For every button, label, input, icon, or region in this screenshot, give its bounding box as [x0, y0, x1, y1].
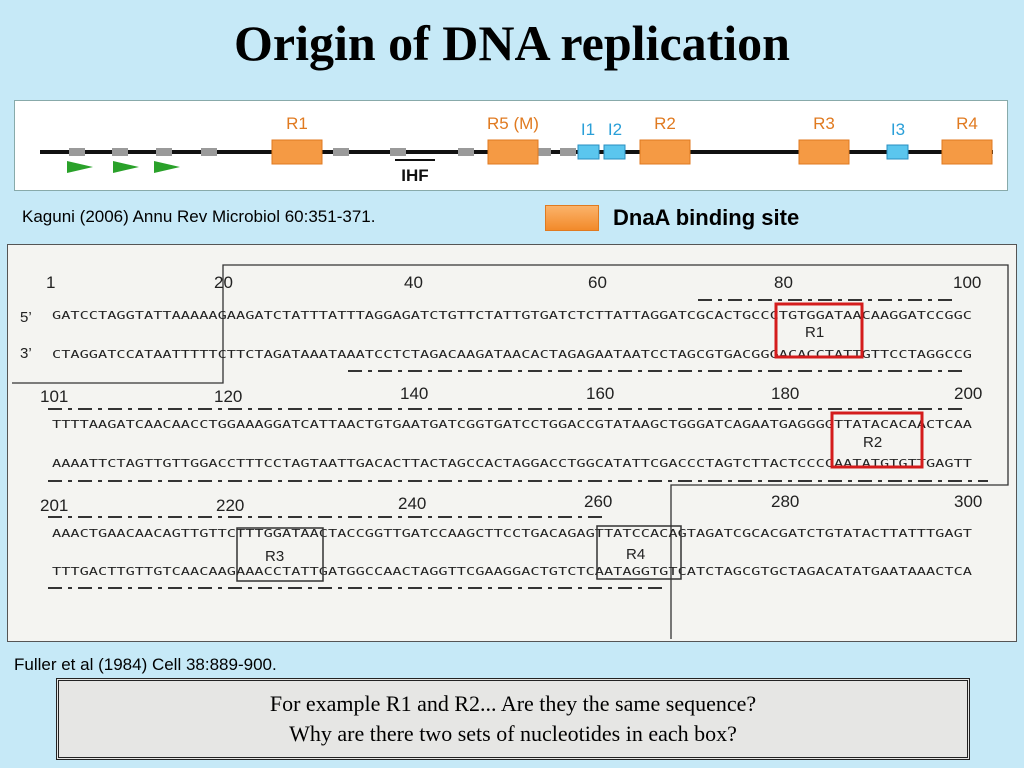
pos-120: 120	[214, 387, 242, 406]
gray-site	[156, 148, 172, 156]
question-line-2: Why are there two sets of nucleotides in…	[289, 721, 737, 746]
question-line-1: For example R1 and R2... Are they the sa…	[269, 691, 757, 716]
pos-260: 260	[584, 492, 612, 511]
pos-280: 280	[771, 492, 799, 511]
pos-140: 140	[400, 384, 428, 403]
dnaa-box-r4	[941, 139, 993, 165]
box-r2	[830, 411, 924, 469]
label-r3: R3	[813, 114, 835, 133]
box-r1-label: R1	[805, 324, 824, 341]
pos-220: 220	[216, 496, 244, 515]
box-r3	[236, 527, 324, 582]
row3-bottom-strand: TTTGACTTGTTGTCAACAAGAAACCTATTGATGGCCAACT…	[52, 566, 973, 578]
box-r1	[774, 302, 864, 359]
label-r1: R1	[286, 114, 308, 133]
gray-site	[390, 148, 406, 156]
legend-label: DnaA binding site	[613, 205, 800, 230]
row3-top-strand: AAACTGAACAACAGTTGTTCTTTGGATAACTACCGGTTGA…	[52, 528, 973, 540]
origin-map: R1 R5 (M) I1 I2 R2 R3 I3 R4 IHF	[14, 100, 1008, 191]
row2-top-strand: TTTTAAGATCAACAACCTGGAAAGGATCATTAACTGTGAA…	[52, 419, 973, 431]
pos-240: 240	[398, 494, 426, 513]
pos-80: 80	[774, 273, 793, 292]
pos-101: 101	[40, 387, 68, 406]
row2-bottom-strand: AAAATTCTAGTTGTTGGACCTTTCCTAGTAATTGACACTT…	[52, 458, 973, 470]
dnaa-box-r5m	[487, 139, 539, 165]
prime-5: 5’	[20, 309, 32, 326]
slide-title: Origin of DNA replication	[233, 15, 790, 71]
pos-40: 40	[404, 273, 423, 292]
box-r4	[596, 525, 682, 580]
pos-20: 20	[214, 273, 233, 292]
pos-180: 180	[771, 384, 799, 403]
row-outline	[12, 264, 1009, 639]
pos-60: 60	[588, 273, 607, 292]
gray-site	[112, 148, 128, 156]
dnaa-box-r2	[639, 139, 691, 165]
question-box: For example R1 and R2... Are they the sa…	[56, 678, 970, 760]
gray-site	[69, 148, 85, 156]
prime-3: 3’	[20, 345, 32, 362]
i-box-i3	[886, 144, 909, 160]
citation-kaguni: Kaguni (2006) Annu Rev Microbiol 60:351-…	[22, 207, 376, 226]
box-r4-label: R4	[626, 546, 645, 563]
green-arrow-icon	[154, 161, 180, 173]
label-i2: I2	[608, 120, 622, 139]
legend-swatch	[545, 205, 599, 231]
pos-1: 1	[46, 273, 55, 292]
legend: DnaA binding site	[545, 203, 799, 233]
row1-top-strand: GATCCTAGGTATTAAAAAGAAGATCTATTTATTTAGGAGA…	[52, 310, 972, 322]
gray-site	[560, 148, 576, 156]
pos-100: 100	[953, 273, 981, 292]
label-i1: I1	[581, 120, 595, 139]
label-r4: R4	[956, 114, 978, 133]
green-arrow-icon	[113, 161, 139, 173]
sequence-panel: 1 20 40 60 80 100 5’ 3’ GATCCTAGGTATTAAA…	[7, 244, 1017, 642]
pos-201: 201	[40, 496, 68, 515]
dnaa-box-r1	[271, 139, 323, 165]
citation-fuller: Fuller et al (1984) Cell 38:889-900.	[14, 655, 277, 674]
label-i3: I3	[891, 120, 905, 139]
pos-300: 300	[954, 492, 982, 511]
i-box-i1	[577, 144, 600, 160]
box-r3-label: R3	[265, 548, 284, 565]
label-r2: R2	[654, 114, 676, 133]
pos-160: 160	[586, 384, 614, 403]
dnaa-box-r3	[798, 139, 850, 165]
label-ihf: IHF	[401, 166, 428, 185]
gray-site	[201, 148, 217, 156]
row1-bottom-strand: CTAGGATCCATAATTTTTCTTCTAGATAAATAAATCCTCT…	[52, 349, 972, 361]
green-arrow-icon	[67, 161, 93, 173]
box-r2-label: R2	[863, 434, 882, 451]
gray-site	[535, 148, 551, 156]
pos-200: 200	[954, 384, 982, 403]
i-box-i2	[603, 144, 626, 160]
label-r5m: R5 (M)	[487, 114, 539, 133]
gray-site	[458, 148, 474, 156]
gray-site	[333, 148, 349, 156]
